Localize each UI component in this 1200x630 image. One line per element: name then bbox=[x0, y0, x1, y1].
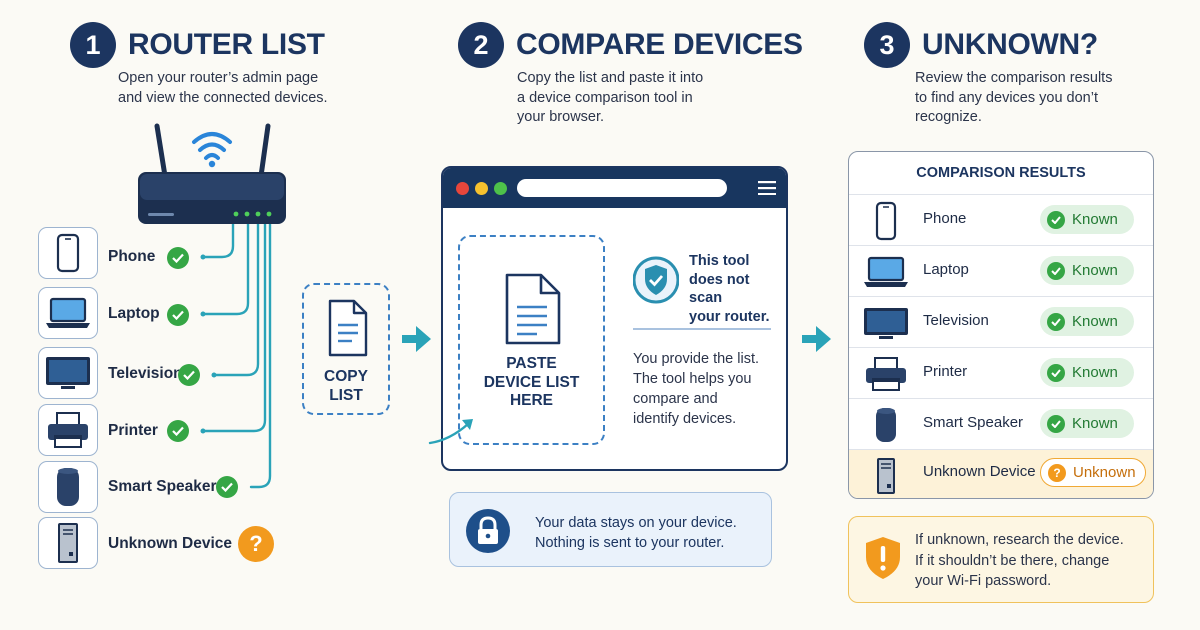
device-box-printer bbox=[38, 404, 98, 456]
step-2-number: 2 bbox=[458, 22, 504, 68]
warning-note: If unknown, research the device. If it s… bbox=[848, 516, 1154, 603]
result-label: Laptop bbox=[923, 261, 969, 278]
device-box-smart-speaker bbox=[38, 461, 98, 513]
unknown-badge: ?Unknown bbox=[1040, 458, 1146, 487]
comparison-results-title: COMPARISON RESULTS bbox=[916, 165, 1086, 181]
device-label-smart-speaker: Smart Speaker bbox=[108, 478, 217, 495]
phone-icon bbox=[875, 201, 897, 241]
browser-window: PASTE DEVICE LIST HERE This tool does no… bbox=[441, 166, 788, 471]
step-1-description: Open your router’s admin page and view t… bbox=[118, 70, 328, 106]
device-label-printer: Printer bbox=[108, 422, 158, 439]
known-badge: Known bbox=[1040, 205, 1134, 234]
check-icon bbox=[1047, 261, 1065, 280]
unknown-device-icon bbox=[58, 523, 78, 563]
divider bbox=[633, 328, 771, 330]
known-badge: Known bbox=[1040, 256, 1134, 285]
maximize-window-dot[interactable] bbox=[494, 182, 507, 195]
step-1-number: 1 bbox=[70, 22, 116, 68]
device-box-laptop bbox=[38, 287, 98, 339]
step-3-number: 3 bbox=[864, 22, 910, 68]
minimize-window-dot[interactable] bbox=[475, 182, 488, 195]
line-to-printer bbox=[201, 222, 267, 433]
privacy-text: Your data stays on your device. Nothing … bbox=[535, 515, 737, 551]
router-icon bbox=[138, 123, 286, 224]
question-mark-icon: ? bbox=[238, 526, 274, 562]
step-2-title: COMPARE DEVICES bbox=[516, 28, 803, 61]
printer-icon bbox=[866, 357, 906, 391]
check-icon bbox=[167, 247, 189, 269]
step-3-title: UNKNOWN? bbox=[922, 28, 1098, 61]
paste-drop-zone[interactable]: PASTE DEVICE LIST HERE bbox=[458, 235, 605, 445]
browser-toolbar bbox=[443, 168, 786, 208]
warning-shield-icon bbox=[866, 537, 900, 579]
television-icon bbox=[46, 357, 90, 389]
document-icon bbox=[328, 299, 368, 357]
address-bar[interactable] bbox=[517, 179, 727, 197]
lock-icon bbox=[466, 509, 510, 553]
close-window-dot[interactable] bbox=[456, 182, 469, 195]
result-row: Television Known bbox=[849, 296, 1153, 347]
question-mark-icon: ? bbox=[1048, 463, 1066, 482]
television-icon bbox=[864, 308, 908, 339]
check-icon bbox=[1047, 363, 1065, 382]
paste-label: PASTE DEVICE LIST HERE bbox=[483, 355, 580, 409]
result-label: Television bbox=[923, 312, 989, 329]
result-row: Printer Known bbox=[849, 347, 1153, 398]
step-1-title: ROUTER LIST bbox=[128, 28, 325, 61]
unknown-device-icon bbox=[877, 458, 895, 494]
result-row: Phone Known bbox=[849, 194, 1153, 245]
line-to-laptop bbox=[201, 222, 250, 316]
device-label-television: Television bbox=[108, 365, 183, 382]
result-label: Unknown Device bbox=[923, 463, 1036, 480]
result-label: Phone bbox=[923, 210, 967, 227]
known-badge: Known bbox=[1040, 358, 1134, 387]
step-3-description: Review the comparison results to find an… bbox=[915, 70, 1113, 125]
warning-text: If unknown, research the device. If it s… bbox=[915, 532, 1124, 589]
device-box-phone bbox=[38, 227, 98, 279]
smart-speaker-icon bbox=[57, 468, 79, 506]
result-label: Printer bbox=[923, 363, 968, 380]
laptop-icon bbox=[864, 256, 908, 287]
arrow-right-icon bbox=[802, 326, 831, 352]
line-to-television bbox=[212, 222, 260, 377]
hamburger-menu-icon[interactable] bbox=[758, 181, 776, 195]
check-icon bbox=[1047, 210, 1065, 229]
device-label-laptop: Laptop bbox=[108, 305, 160, 322]
device-box-television bbox=[38, 347, 98, 399]
device-box-unknown bbox=[38, 517, 98, 569]
line-to-phone bbox=[201, 222, 235, 259]
shield-check-icon bbox=[633, 256, 679, 304]
check-icon bbox=[167, 420, 189, 442]
laptop-icon bbox=[46, 297, 90, 328]
arrow-right-icon bbox=[402, 326, 431, 352]
copy-list-box: COPY LIST bbox=[302, 283, 390, 415]
paste-arrow-icon bbox=[428, 419, 473, 445]
check-icon bbox=[216, 476, 238, 498]
document-icon bbox=[505, 273, 561, 345]
check-icon bbox=[1047, 414, 1065, 433]
check-icon bbox=[167, 304, 189, 326]
phone-icon bbox=[56, 233, 80, 273]
result-row: Laptop Known bbox=[849, 245, 1153, 296]
wifi-icon bbox=[192, 132, 232, 160]
tool-notice: This tool does not scan your router. bbox=[689, 253, 770, 325]
copy-list-label: COPY LIST bbox=[324, 368, 368, 404]
known-badge: Known bbox=[1040, 409, 1134, 438]
printer-icon bbox=[48, 412, 88, 448]
check-icon bbox=[1047, 312, 1065, 331]
privacy-note: Your data stays on your device. Nothing … bbox=[449, 492, 772, 567]
line-to-smart-speaker bbox=[249, 222, 272, 489]
result-row-unknown: Unknown Device ?Unknown bbox=[849, 449, 1153, 498]
result-row: Smart Speaker Known bbox=[849, 398, 1153, 449]
result-label: Smart Speaker bbox=[923, 414, 1024, 431]
step-2-description: Copy the list and paste it into a device… bbox=[517, 70, 704, 125]
tool-info: You provide the list. The tool helps you… bbox=[633, 351, 760, 427]
device-label-unknown: Unknown Device bbox=[108, 535, 233, 552]
smart-speaker-icon bbox=[876, 408, 896, 442]
comparison-results-panel: COMPARISON RESULTS Phone Known Laptop Kn… bbox=[848, 151, 1154, 499]
known-badge: Known bbox=[1040, 307, 1134, 336]
device-label-phone: Phone bbox=[108, 248, 156, 265]
check-icon bbox=[178, 364, 200, 386]
